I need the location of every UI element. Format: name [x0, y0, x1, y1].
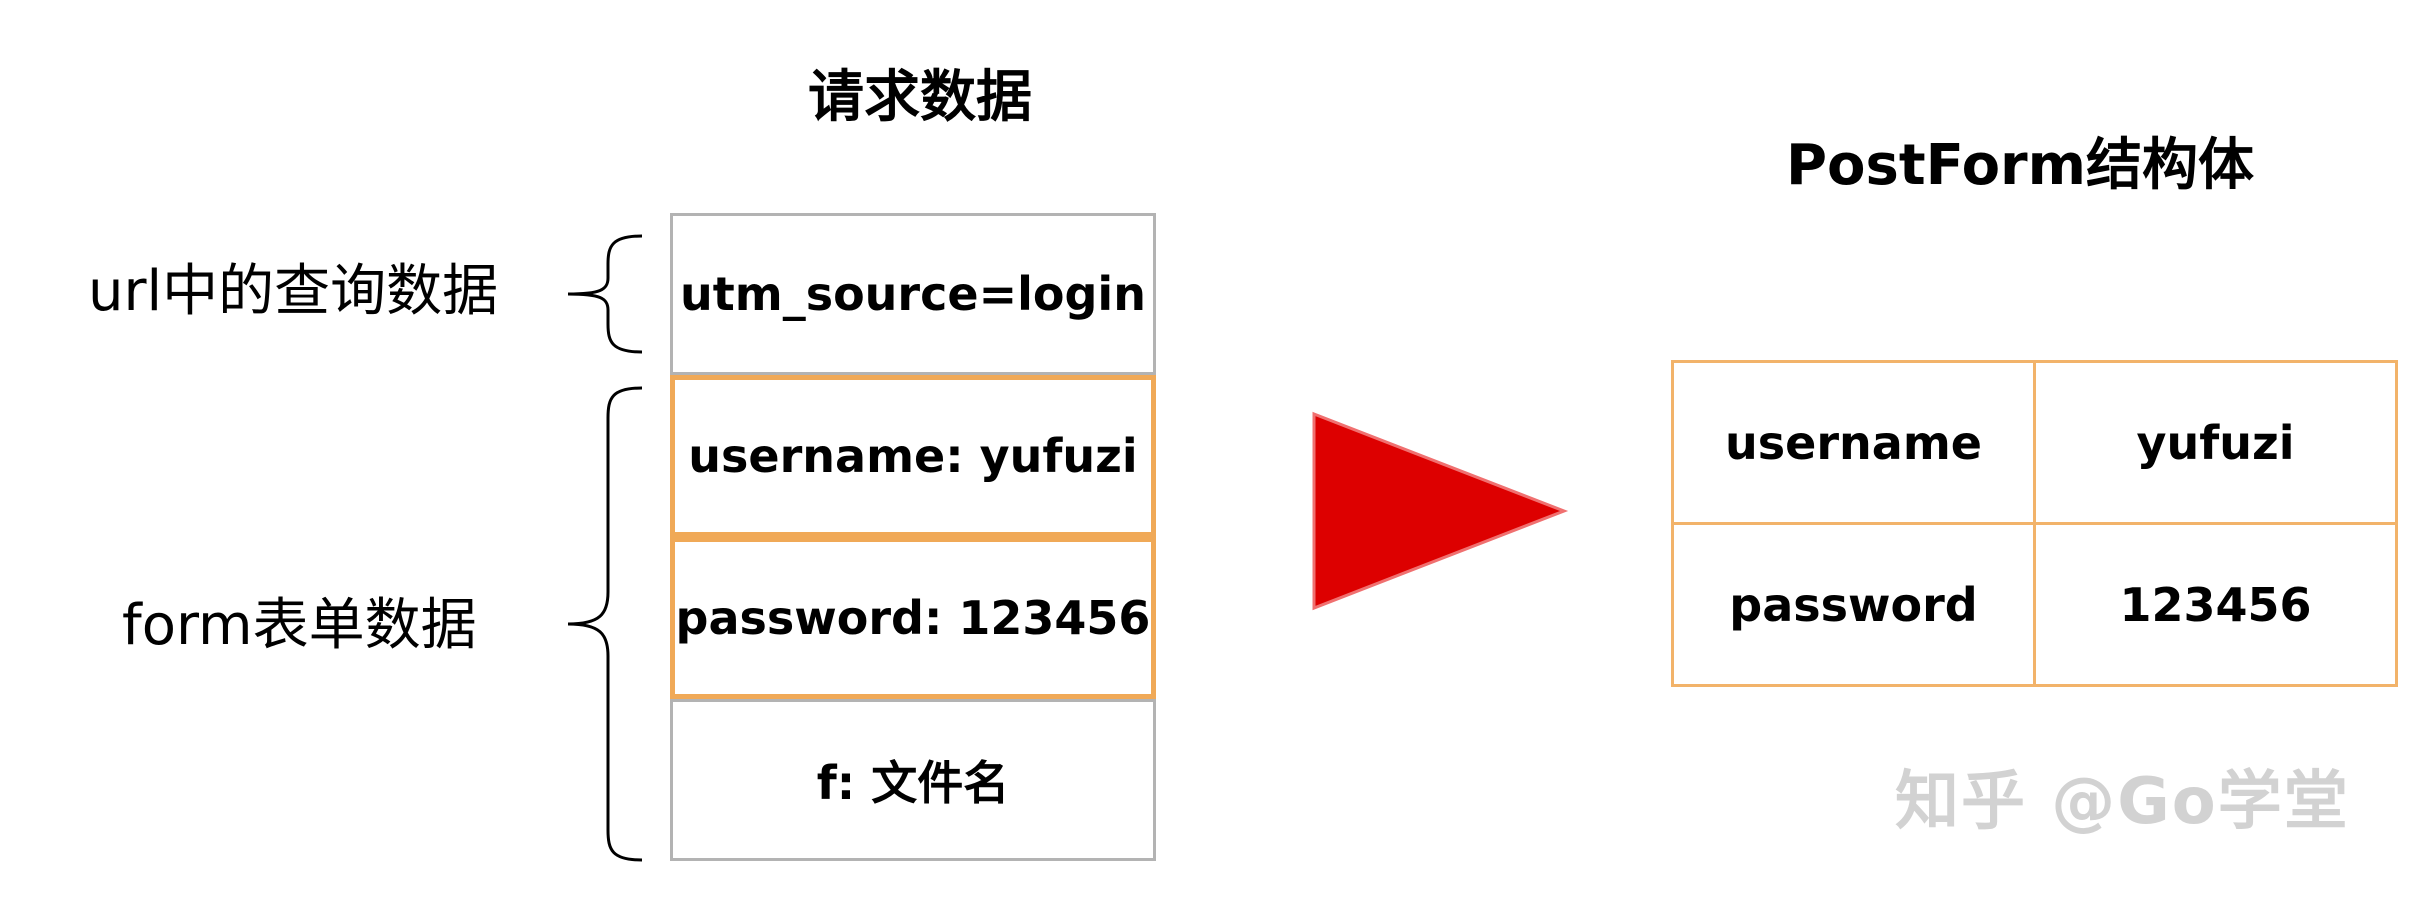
postform-struct-title: PostForm结构体	[1785, 133, 2255, 198]
url-query-brace-icon	[567, 234, 643, 354]
zhihu-watermark: 知乎 @Go学堂	[1895, 765, 2350, 839]
form-data-label: form表单数据	[122, 593, 477, 658]
arrow-container	[1310, 410, 1572, 616]
postform-key-cell: password	[1671, 522, 2036, 687]
postform-key-cell: username	[1671, 360, 2036, 525]
request-cell-password: password: 123456	[670, 537, 1156, 699]
table-row: password 123456	[1671, 522, 2398, 687]
request-cell-query: utm_source=login	[670, 213, 1156, 375]
postform-value-cell: 123456	[2033, 522, 2398, 687]
request-data-title: 请求数据	[808, 65, 1032, 130]
postform-value-cell: yufuzi	[2033, 360, 2398, 525]
request-cell-file: f: 文件名	[670, 699, 1156, 861]
right-arrow-icon	[1312, 411, 1569, 611]
table-row: username yufuzi	[1671, 360, 2398, 525]
form-data-brace-icon	[567, 386, 643, 862]
request-cell-username: username: yufuzi	[670, 375, 1156, 537]
url-query-label: url中的查询数据	[88, 259, 499, 324]
postform-table: username yufuzi password 123456	[1671, 360, 2398, 687]
request-data-stack: utm_source=login username: yufuzi passwo…	[670, 213, 1156, 861]
